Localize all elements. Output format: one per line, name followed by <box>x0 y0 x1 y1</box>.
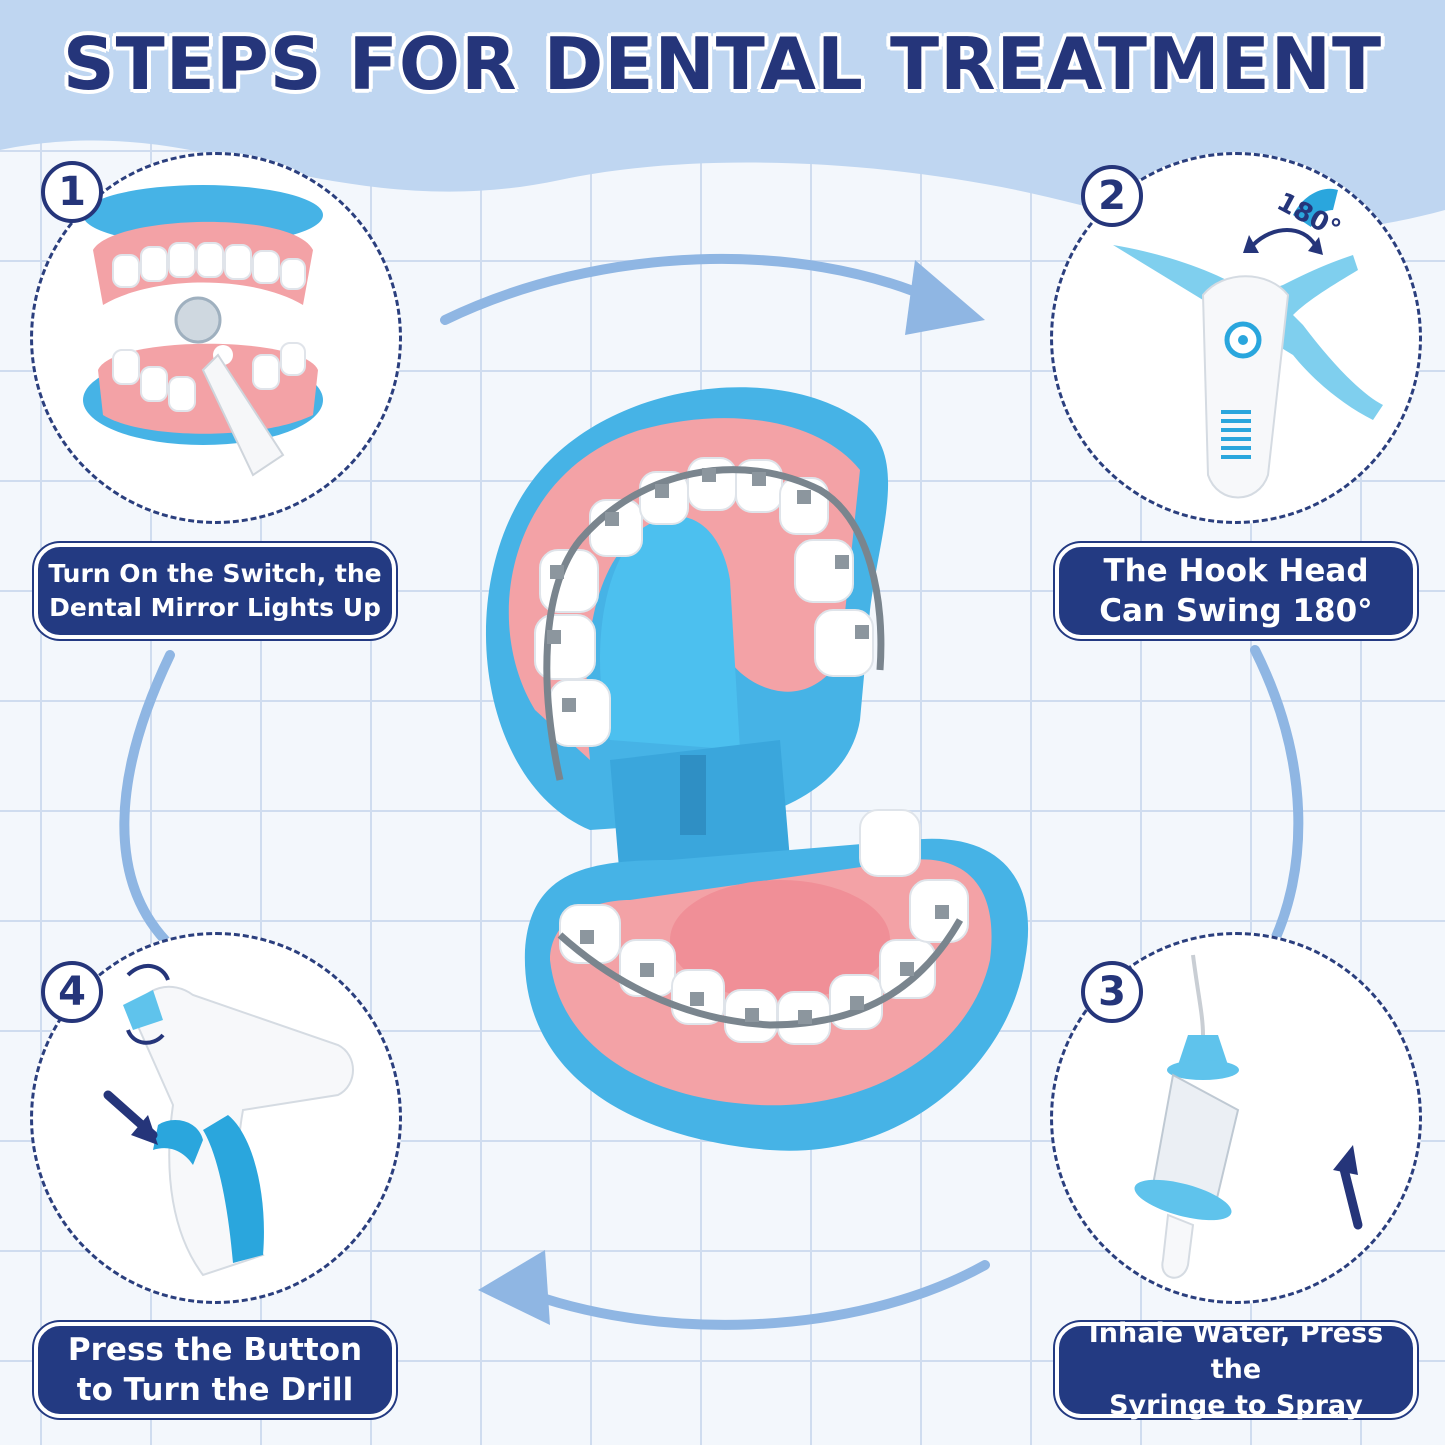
step-2-line-1: The Hook Head <box>1103 553 1369 589</box>
step-4-number: 4 <box>41 961 103 1023</box>
dental-drill-icon <box>103 964 354 1277</box>
step-1-line-1: Turn On the Switch, the <box>48 559 382 588</box>
step-1-line-2: Dental Mirror Lights Up <box>49 593 381 622</box>
step-1-number: 1 <box>41 161 103 223</box>
step-3-circle: 3 <box>1050 932 1422 1304</box>
arc-bottom <box>515 1260 990 1330</box>
swing-hook-icon <box>1113 188 1383 499</box>
step-4-circle: 4 <box>30 932 402 1304</box>
step-2-line-2: Can Swing 180° <box>1099 593 1373 629</box>
step-3-number: 3 <box>1081 961 1143 1023</box>
step-4-line-2: to Turn the Drill <box>76 1372 354 1408</box>
title-banner <box>0 0 1445 233</box>
step-4-caption: Press the Button to Turn the Drill <box>34 1322 396 1418</box>
arc-top <box>440 254 940 325</box>
arrowhead-top <box>905 260 985 335</box>
step-2-number: 2 <box>1081 165 1143 227</box>
step-4-line-1: Press the Button <box>67 1332 363 1368</box>
arc-right <box>1250 645 1304 955</box>
step-2-caption: The Hook Head Can Swing 180° <box>1055 543 1417 639</box>
step-1-caption: Turn On the Switch, the Dental Mirror Li… <box>34 543 396 639</box>
page-title: STEPS FOR DENTAL TREATMENT <box>62 22 1383 106</box>
teeth-model <box>485 387 1029 1151</box>
step-1-circle: 1 <box>30 152 402 524</box>
step-2-circle: 2 180° <box>1050 152 1422 524</box>
syringe-icon <box>1134 954 1363 1279</box>
arc-left <box>119 650 175 945</box>
step-3-line-1: Inhale Water, Press the <box>1088 1318 1384 1385</box>
step-3-caption: Inhale Water, Press the Syringe to Spray <box>1055 1318 1417 1421</box>
arrowhead-bottom <box>478 1250 550 1325</box>
step-3-line-2: Syringe to Spray <box>1109 1390 1363 1421</box>
dental-mirror-light-icon <box>83 185 323 477</box>
